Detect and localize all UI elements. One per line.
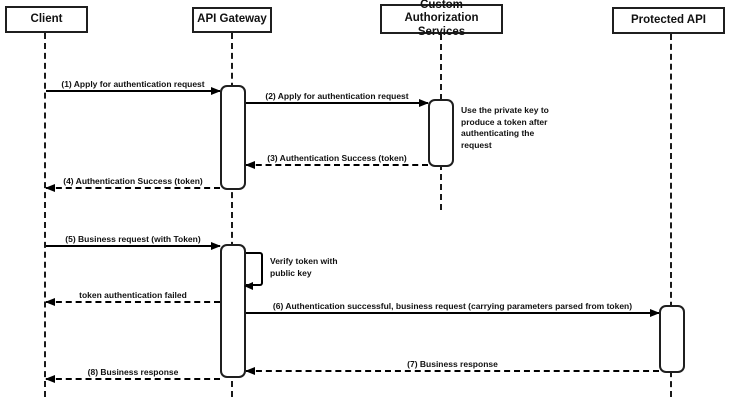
activation-api-gateway-business-phase xyxy=(220,244,246,378)
actor-custom-authorization-services-label: Custom Authorization Services xyxy=(404,0,479,38)
message-8-line xyxy=(46,378,220,380)
message-1-line xyxy=(46,90,220,92)
message-7-label: (7) Business response xyxy=(407,359,498,369)
self-message-verify-token-label: Verify token with public key xyxy=(270,256,338,278)
message-4-line xyxy=(46,187,220,189)
activation-protected-api xyxy=(659,305,685,373)
actor-protected-api-label: Protected API xyxy=(631,13,706,26)
message-2-label: (2) Apply for authentication request xyxy=(265,91,409,101)
message-2-line xyxy=(246,102,428,104)
message-token-failed-label: token authentication failed xyxy=(79,290,187,300)
activation-api-gateway-auth-phase xyxy=(220,85,246,190)
message-6-line xyxy=(246,312,659,314)
actor-client-label: Client xyxy=(30,12,63,25)
message-6-label: (6) Authentication successful, business … xyxy=(272,301,633,311)
message-4-label: (4) Authentication Success (token) xyxy=(63,176,203,186)
message-1-label: (1) Apply for authentication request xyxy=(61,79,205,89)
actor-client: Client xyxy=(5,6,88,33)
message-8-label: (8) Business response xyxy=(87,367,179,377)
actor-protected-api: Protected API xyxy=(612,7,725,34)
arrowhead-icon xyxy=(45,184,55,192)
note-private-key: Use the private key to produce a token a… xyxy=(461,105,549,150)
arrowhead-icon xyxy=(650,309,660,317)
lifeline-protected-api xyxy=(670,34,672,397)
message-token-failed-line xyxy=(46,301,220,303)
message-7-line xyxy=(246,370,659,372)
lifeline-api-gateway xyxy=(231,33,233,397)
lifeline-client xyxy=(44,33,46,397)
self-message-verify-token xyxy=(244,252,263,290)
message-3-label: (3) Authentication Success (token) xyxy=(267,153,407,163)
arrowhead-icon xyxy=(245,161,255,169)
arrowhead-icon xyxy=(211,87,221,95)
arrowhead-icon xyxy=(245,367,255,375)
message-3-line xyxy=(246,164,428,166)
arrowhead-icon xyxy=(244,282,253,290)
arrowhead-icon xyxy=(45,298,55,306)
actor-api-gateway: API Gateway xyxy=(192,7,272,33)
activation-custom-authorization-services xyxy=(428,99,454,167)
message-5-line xyxy=(46,245,220,247)
arrowhead-icon xyxy=(45,375,55,383)
arrowhead-icon xyxy=(419,99,429,107)
arrowhead-icon xyxy=(211,242,221,250)
actor-custom-authorization-services: Custom Authorization Services xyxy=(380,0,503,38)
actor-api-gateway-label: API Gateway xyxy=(197,13,267,26)
message-5-label: (5) Business request (with Token) xyxy=(65,234,201,244)
